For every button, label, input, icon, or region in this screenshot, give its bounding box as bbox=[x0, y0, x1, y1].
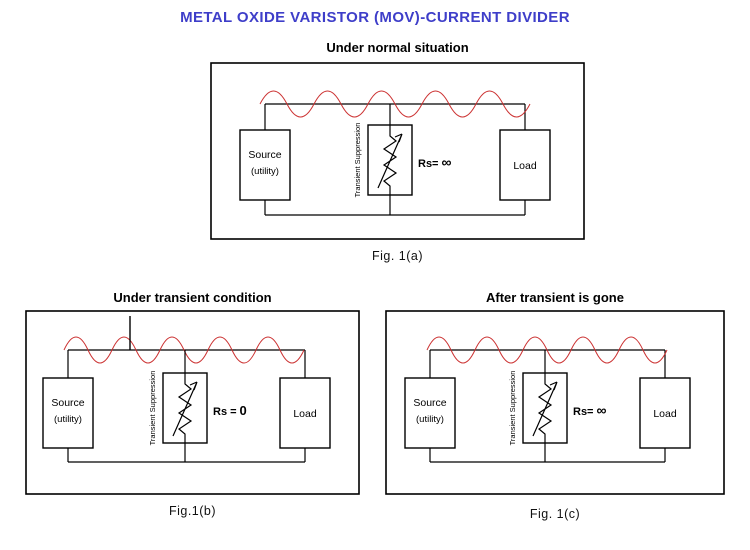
varistor-arrow bbox=[377, 133, 403, 189]
figure-a-frame bbox=[210, 62, 585, 240]
rs-prefix: Rs= bbox=[418, 158, 439, 170]
suppressor-label: Transient Suppression bbox=[508, 371, 517, 446]
rs-label: Rs=∞ bbox=[418, 154, 452, 170]
source-box bbox=[404, 377, 456, 449]
circuit-wires bbox=[67, 349, 306, 463]
rs-value: ∞ bbox=[442, 154, 452, 170]
source-label: Source bbox=[413, 397, 446, 409]
load-label: Load bbox=[513, 160, 537, 172]
rs-prefix: Rs= bbox=[573, 406, 594, 418]
figure-c-caption: Fig. 1(c) bbox=[529, 507, 581, 521]
source-sublabel: (utility) bbox=[251, 166, 279, 177]
source-box bbox=[42, 377, 94, 449]
source-box bbox=[239, 129, 291, 201]
figure-b-caption: Fig.1(b) bbox=[168, 504, 217, 518]
ac-sine-wave bbox=[63, 336, 305, 364]
ac-sine-wave bbox=[426, 336, 668, 364]
rs-value: 0 bbox=[240, 403, 247, 418]
suppressor-label: Transient Suppression bbox=[353, 123, 362, 198]
suppressor-label: Transient Suppression bbox=[148, 371, 157, 446]
ac-sine-wave bbox=[259, 90, 531, 118]
page-title: METAL OXIDE VARISTOR (MOV)-CURRENT DIVID… bbox=[180, 9, 570, 26]
figure-c-heading: After transient is gone bbox=[486, 290, 624, 305]
varistor-arrow bbox=[172, 381, 198, 437]
figure-b-circuit: Source (utility) Load Transient Suppress… bbox=[25, 310, 360, 495]
source-sublabel: (utility) bbox=[54, 414, 82, 425]
source-label: Source bbox=[248, 149, 281, 161]
load-label: Load bbox=[293, 408, 317, 420]
load-box bbox=[639, 377, 691, 449]
figure-a-heading: Under normal situation bbox=[326, 40, 469, 55]
load-box bbox=[499, 129, 551, 201]
figure-c-frame bbox=[385, 310, 725, 495]
figure-b-frame bbox=[25, 310, 360, 495]
load-label: Load bbox=[653, 408, 677, 420]
figure-b-heading: Under transient condition bbox=[113, 290, 272, 305]
rs-prefix: Rs = bbox=[213, 406, 237, 418]
rs-label: Rs=∞ bbox=[573, 402, 607, 418]
rs-value: ∞ bbox=[597, 402, 607, 418]
source-label: Source bbox=[51, 397, 84, 409]
figure-c-circuit: Source (utility) Load Transient Suppress… bbox=[385, 310, 725, 495]
varistor-arrow bbox=[532, 381, 558, 437]
figure-a-caption: Fig. 1(a) bbox=[371, 249, 424, 263]
rs-label: Rs =0 bbox=[213, 403, 247, 418]
figure-a-circuit: Source (utility) Load Transient Suppress… bbox=[210, 62, 585, 240]
source-sublabel: (utility) bbox=[416, 414, 444, 425]
load-box bbox=[279, 377, 331, 449]
